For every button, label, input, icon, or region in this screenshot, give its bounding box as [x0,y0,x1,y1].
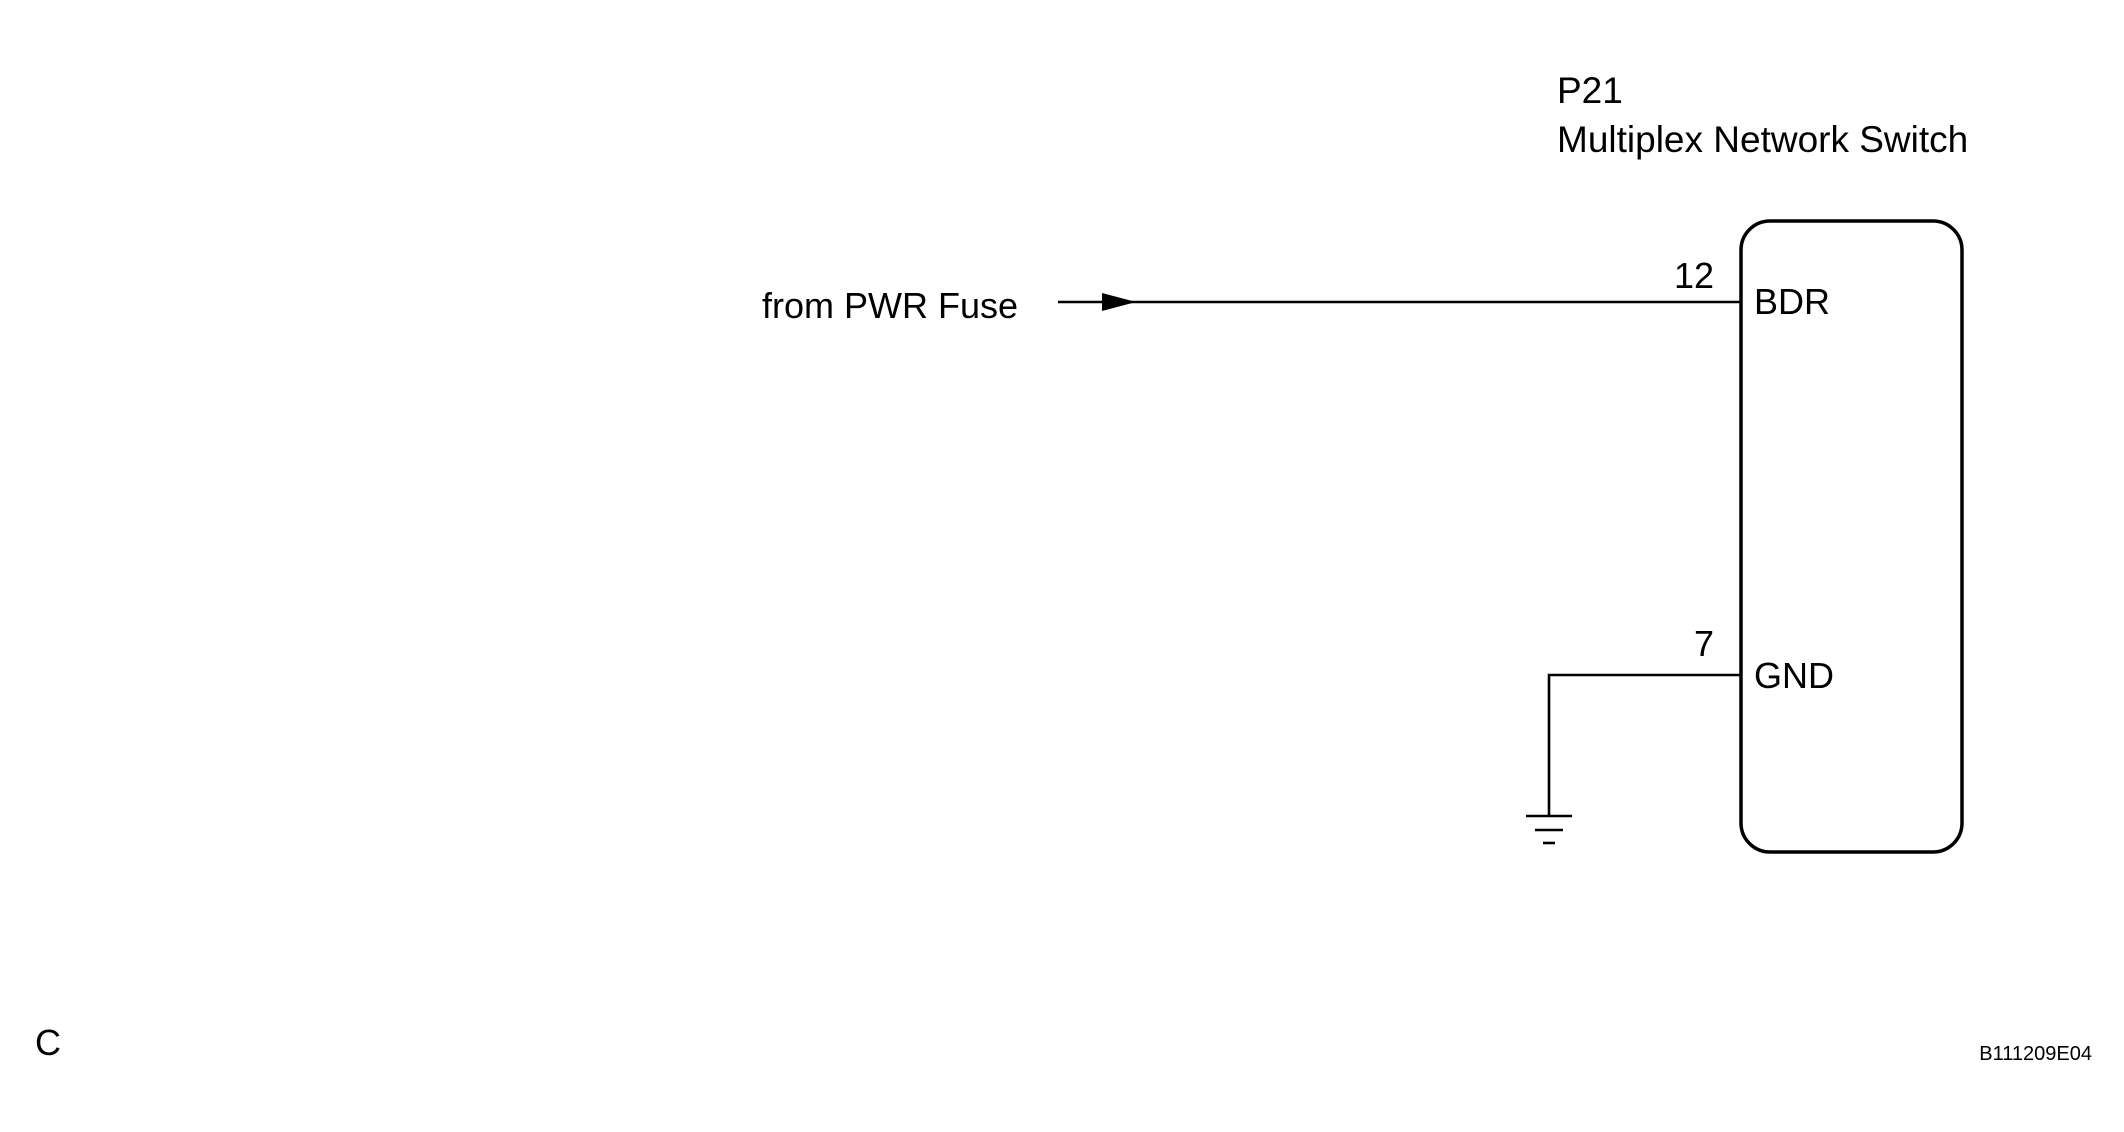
pin-number-gnd: 7 [1694,623,1714,664]
source-label: from PWR Fuse [762,285,1018,326]
corner-letter: C [35,1022,61,1063]
switch-body [1739,219,1964,854]
component-name: Multiplex Network Switch [1557,119,1968,160]
figure-id: B111209E04 [1979,1043,2092,1065]
ground-icon [1526,814,1572,845]
pin-name-gnd: GND [1754,655,1834,696]
pin-name-bdr: BDR [1754,281,1830,322]
pin-number-bdr: 12 [1674,255,1714,296]
ground-wire [1547,673,1741,816]
component-code: P21 [1557,70,1623,111]
